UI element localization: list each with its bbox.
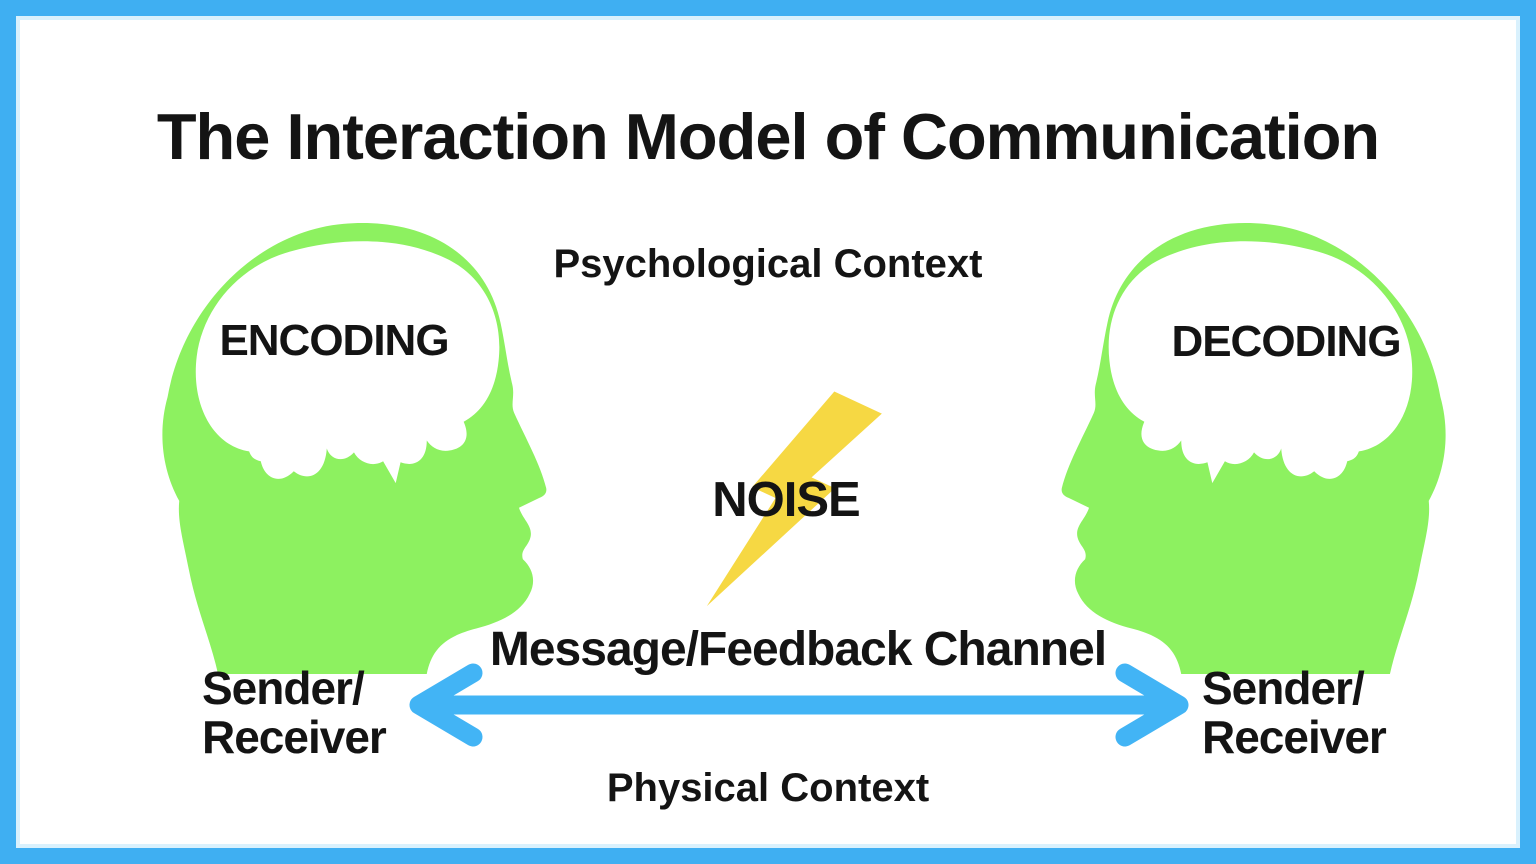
noise-label: NOISE — [712, 473, 860, 527]
psychological-context-label: Psychological Context — [553, 242, 983, 286]
sender-line: Sender/ — [202, 662, 365, 714]
page-title: The Interaction Model of Communication — [156, 100, 1380, 173]
sender-receiver-right-label: Sender/ Receiver — [1202, 662, 1387, 763]
lightning-bolt-icon — [706, 391, 882, 607]
right-head-profile-icon — [1061, 223, 1446, 674]
sender-line: Sender/ — [1202, 662, 1365, 714]
decoding-label: DECODING — [1171, 317, 1401, 366]
physical-context-label: Physical Context — [606, 766, 930, 810]
double-arrow-icon — [409, 663, 1189, 747]
right-brain-icon — [1108, 241, 1413, 484]
arrow-head-right — [1115, 663, 1189, 747]
receiver-line: Receiver — [1202, 710, 1387, 763]
encoding-label: ENCODING — [219, 316, 449, 365]
left-head-profile-icon — [162, 223, 547, 674]
sender-receiver-left-label: Sender/ Receiver — [202, 662, 387, 763]
arrow-head-left — [409, 663, 483, 747]
channel-label: Message/Feedback Channel — [489, 623, 1107, 676]
receiver-line: Receiver — [202, 710, 387, 763]
left-brain-icon — [195, 241, 500, 484]
